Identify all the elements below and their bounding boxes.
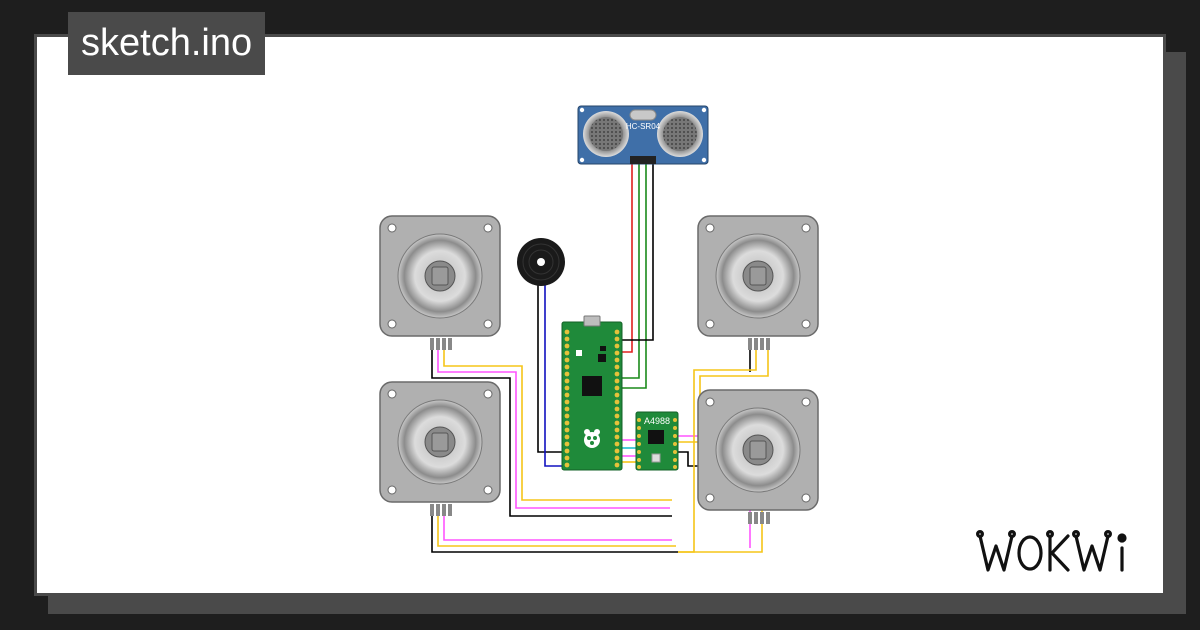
stepper-motor-bottom-right[interactable]	[697, 389, 819, 524]
sensor-label: HC-SR04	[626, 122, 661, 131]
wire-driver-motor-2[interactable]	[678, 340, 769, 443]
wire-sensor-echo[interactable]	[620, 160, 647, 389]
stepper-motor-bottom-left[interactable]	[379, 381, 501, 516]
wire-motor-bl-c[interactable]	[443, 504, 672, 541]
wire-sensor-vcc[interactable]	[620, 160, 633, 353]
pico-chip	[582, 376, 602, 396]
raspberry-pi-logo-icon	[584, 429, 600, 448]
wire-buzzer-2[interactable]	[544, 284, 566, 467]
wire-motor-bl-b[interactable]	[437, 504, 676, 547]
a4988-driver[interactable]: A4988	[635, 411, 679, 471]
pico-board[interactable]	[561, 315, 623, 471]
stepper-motor-top-right[interactable]	[697, 215, 819, 350]
pico-pins-left	[564, 329, 570, 468]
wire-sensor-trig[interactable]	[620, 160, 640, 379]
wokwi-logo[interactable]	[976, 526, 1152, 578]
wire-motor-tl-a[interactable]	[431, 340, 672, 517]
wire-buzzer-1[interactable]	[537, 284, 566, 453]
wire-driver-motor-3[interactable]	[678, 451, 700, 467]
wire-motor-bl-a[interactable]	[431, 504, 678, 553]
wire-motor-tl-c[interactable]	[443, 340, 672, 501]
ultrasonic-sensor[interactable]: HC-SR04	[577, 105, 709, 165]
file-title-badge: sketch.ino	[68, 12, 266, 75]
pico-pins-right	[614, 329, 620, 468]
driver-label: A4988	[644, 416, 670, 426]
stepper-motor-top-left[interactable]	[379, 215, 501, 350]
wire-sensor-gnd[interactable]	[620, 160, 654, 341]
wire-motor-tl-b[interactable]	[437, 340, 670, 509]
buzzer[interactable]	[517, 238, 565, 286]
